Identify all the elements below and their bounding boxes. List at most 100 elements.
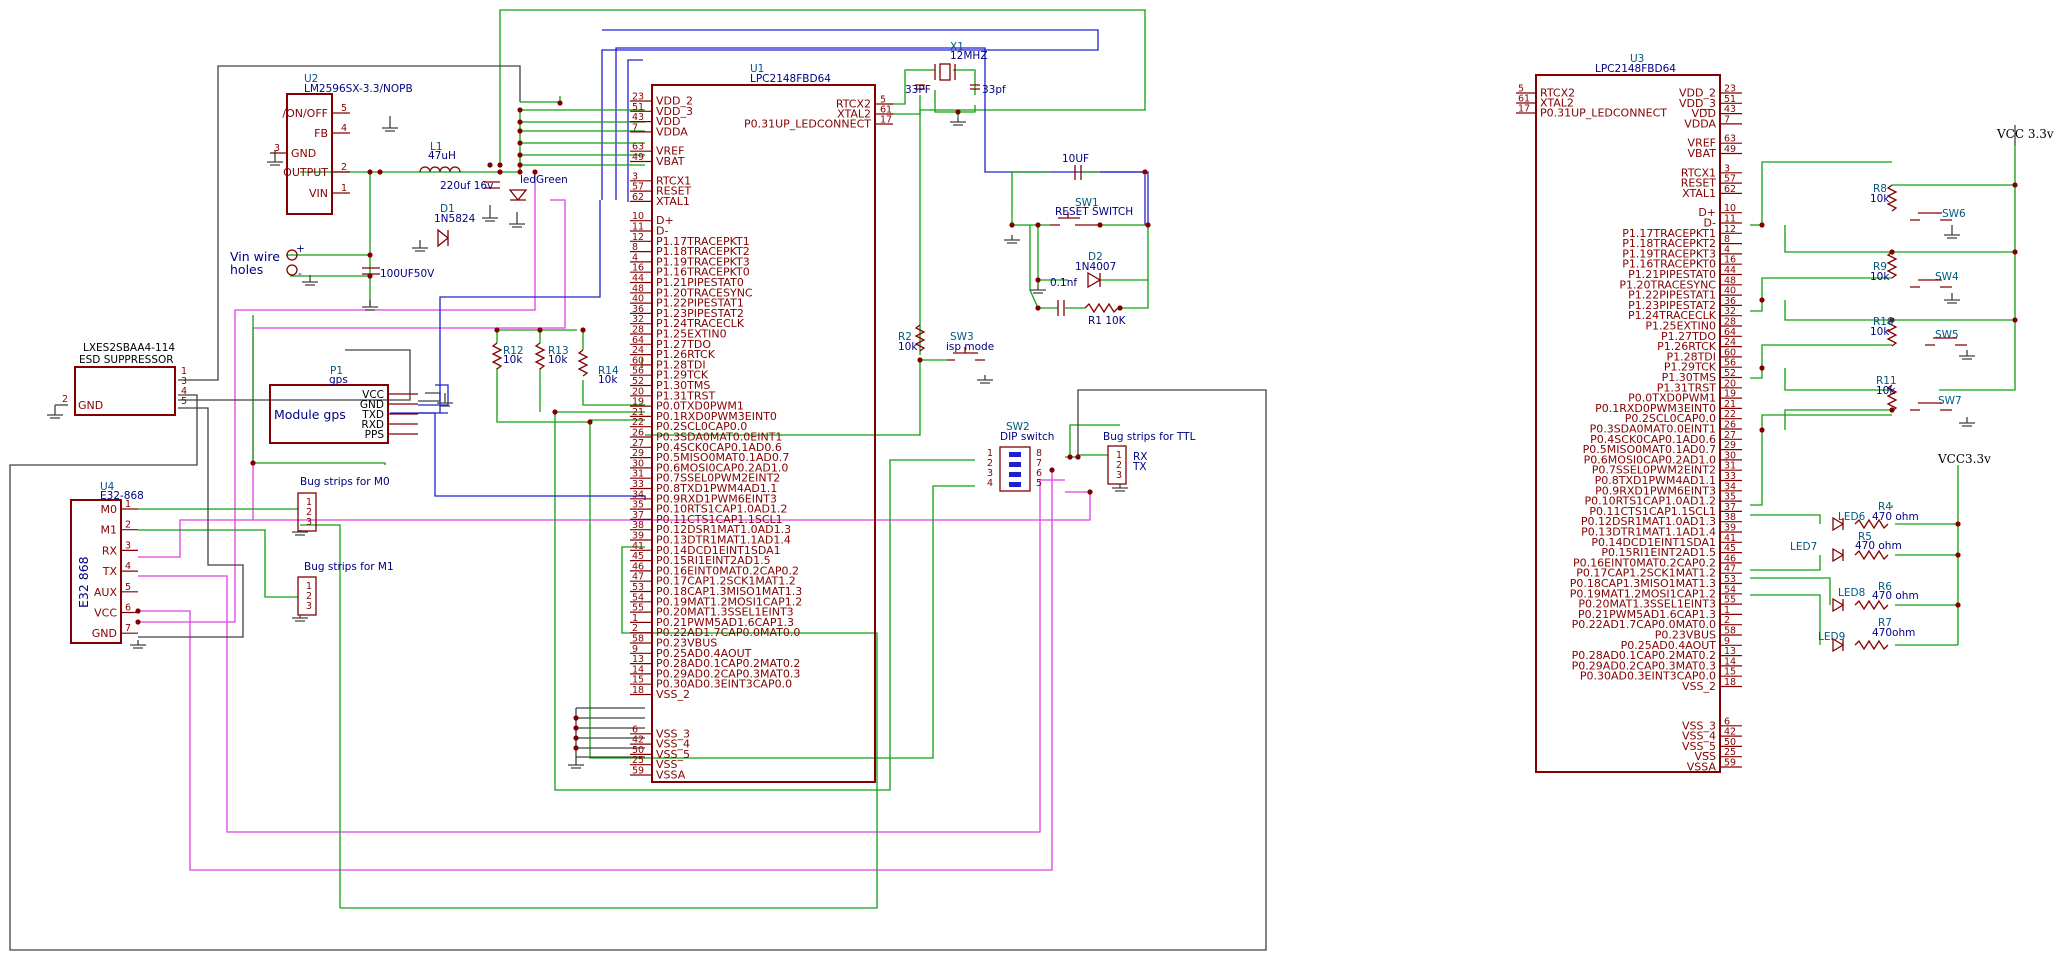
u3-pin-number: 26: [1724, 420, 1736, 431]
u2-pin-name: GND: [291, 147, 316, 160]
junction-dot: [537, 327, 543, 333]
d1-ref: D1: [440, 203, 455, 215]
junction-dot: [2012, 249, 2018, 255]
u1-pin-number: 30: [632, 458, 644, 469]
gps-pin-name: PPS: [365, 429, 385, 441]
junction-dot: [917, 357, 923, 363]
resistor-r1: [1084, 302, 1119, 314]
junction-dot: [1955, 552, 1961, 558]
esd-pin: 3: [181, 376, 187, 387]
u1-pin-name: P0.18CAP1.3MISO1MAT1.3: [656, 585, 802, 598]
u1-pin-number: 28: [632, 325, 644, 336]
u1-pin-name: P0.13DTR1MAT1.1AD1.4: [656, 534, 791, 547]
dip-pin: 2: [987, 458, 993, 469]
u3-pin-number: 3: [1724, 163, 1730, 174]
u1-pin-number: 39: [632, 531, 644, 542]
vcc-top-label: VCC 3.3v: [1996, 127, 2054, 141]
u1-pin-name: P0.31UP_LEDCONNECT: [744, 118, 871, 131]
u1-pin-name: P1.26RTCK: [656, 348, 716, 361]
u4-pin-number: 6: [125, 603, 131, 614]
u1-pin-name: VDDA: [656, 125, 688, 138]
u3-pin-number: 41: [1724, 533, 1736, 544]
vin-label-2: holes: [230, 262, 263, 277]
sw7-ref: SW7: [1938, 395, 1962, 407]
u4-pin-number: 5: [125, 582, 131, 593]
u1-pin-number: 24: [632, 345, 644, 356]
ttl-pin: 1: [1116, 450, 1122, 461]
r12-ref: R12: [503, 345, 524, 357]
u3-pin-name: VDD_2: [1679, 87, 1716, 100]
u3-pin-name: P1.19TRACEPKT3: [1622, 247, 1716, 260]
u1-pin-name: VBAT: [656, 155, 685, 168]
u3-pin-name: P0.30AD0.3EINT3CAP0.0: [1580, 670, 1716, 683]
u1-pin-name: P0.22AD1.7CAP0.0MAT0.0: [656, 626, 800, 639]
u1-pin-number: 18: [632, 685, 644, 696]
u1-pin-name: P1.16TRACEPKT0: [656, 266, 750, 279]
u1-pin-name: VREF: [656, 145, 684, 158]
u3-pin-name: P0.11CTS1CAP1.1SCL1: [1589, 505, 1716, 518]
u3-pin-number: 54: [1724, 584, 1736, 595]
u1-pin-name: XTAL1: [656, 195, 690, 208]
u1-value: LPC2148FBD64: [750, 73, 831, 85]
sw1-value: RESET SWITCH: [1055, 206, 1133, 218]
led9-ref: LED9: [1818, 631, 1845, 643]
junction-dot: [367, 169, 373, 175]
u1-pin-number: 10: [632, 211, 644, 222]
vin-minus: -: [298, 268, 302, 280]
u1-pin-name: P0.7SSEL0PWM2EINT2: [656, 472, 780, 485]
u3-pin-number: 59: [1724, 758, 1736, 769]
cap-10uf-value: 10UF: [1062, 153, 1089, 165]
junction-dot: [1889, 407, 1895, 413]
u1-pin-name: P0.3SDA0MAT0.0EINT1: [656, 431, 782, 444]
u2-pin-number: 4: [341, 123, 347, 134]
u1-pin-number: 44: [632, 273, 644, 284]
u1-pin-name: D+: [656, 214, 674, 227]
u1-pin-number: 27: [632, 438, 644, 449]
esd-value: LXES2SBAA4-114: [83, 342, 175, 354]
u3-pin-number: 51: [1724, 94, 1736, 105]
r2-ref: R2: [898, 331, 912, 343]
u3-pin-name: P0.6MOSI0CAP0.2AD1.0: [1584, 453, 1716, 466]
u1-pin-name: P0.23VBUS: [656, 637, 717, 650]
u1-pin-number: 57: [632, 182, 644, 193]
u3-pin-name: P0.2SCL0CAP0.0: [1625, 412, 1716, 425]
sw4-ref: SW5: [1935, 329, 1959, 341]
u3-pin-name: P0.7SSEL0PWM2EINT2: [1592, 464, 1716, 477]
dip-switch-body: [999, 446, 1031, 492]
diode-d1: [437, 228, 450, 248]
u3-pin-number: 40: [1724, 286, 1736, 297]
u1-pin-name: VDD: [656, 115, 680, 128]
u3-pin-number: 32: [1724, 306, 1736, 317]
junction-dot: [587, 419, 593, 425]
junction-dot: [517, 162, 523, 168]
u1-pin-name: P1.18TRACEPKT2: [656, 245, 750, 258]
u3-pin-number: 38: [1724, 512, 1736, 523]
u1-pin-name: VDD_3: [656, 105, 693, 118]
u1-pin-name: RESET: [656, 185, 692, 198]
u1-pin-name: P0.30AD0.3EINT3CAP0.0: [656, 678, 792, 691]
u1-pin-number: 25: [632, 755, 644, 766]
led-green: [508, 189, 528, 202]
u1-pin-number: 17: [880, 115, 892, 126]
cap-10uf: [1074, 165, 1082, 180]
u1-pin-name: VSS_4: [656, 738, 690, 751]
u3-pin-number: 22: [1724, 409, 1736, 420]
resistor-r11: [1886, 384, 1898, 412]
u3-pin-number: 55: [1724, 595, 1736, 606]
u1-pin-name: VSS_2: [656, 688, 690, 701]
u1-pin-name: P0.29AD0.2CAP0.3MAT0.3: [656, 667, 800, 680]
u3-pin-number: 58: [1724, 626, 1736, 637]
u3-pin-name: P1.29TCK: [1664, 361, 1717, 374]
u2-pin-name: VIN: [309, 187, 328, 200]
u3-pin-name: P0.28AD0.1CAP0.2MAT0.2: [1572, 649, 1716, 662]
u4-pin-name: VCC: [94, 607, 117, 620]
u3-pin-number: 14: [1724, 656, 1736, 667]
led7: [1832, 547, 1845, 563]
r2-value: 10k: [898, 341, 918, 353]
r11-value: 10k: [1876, 385, 1896, 397]
u3-pin-number: 62: [1724, 184, 1736, 195]
u3-pin-name: P0.31UP_LEDCONNECT: [1540, 107, 1667, 120]
r4-value: 470 ohm: [1872, 511, 1919, 523]
m0-title: Bug strips for M0: [300, 476, 390, 488]
